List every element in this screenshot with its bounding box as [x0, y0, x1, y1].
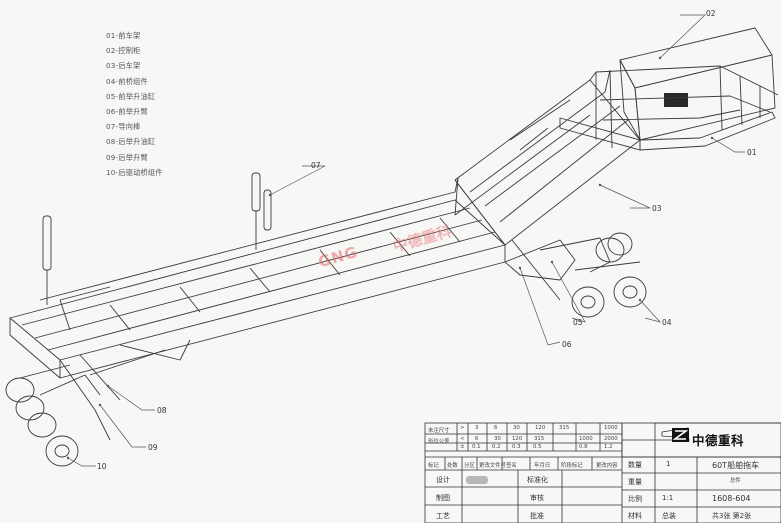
leader-lines [67, 14, 745, 467]
process-label: 工艺 [436, 512, 450, 520]
callout-06: 06 [562, 340, 572, 349]
rev-col: 年月日 [534, 463, 551, 469]
legend-item: 02-控制柜 [106, 46, 141, 56]
tol-r2: 2000 [604, 436, 618, 442]
callout-08: 08 [157, 406, 167, 415]
callout-05: 05 [573, 318, 583, 327]
drafting-label: 制图 [436, 494, 450, 502]
assembly-label: 总装 [662, 512, 676, 520]
legend-item: 08-后举升油缸 [106, 137, 156, 147]
callout-01: 01 [747, 148, 757, 157]
rev-col: 标记 [428, 463, 439, 469]
tol-r2: 120 [512, 436, 523, 442]
legend-item: 01-前车架 [106, 31, 141, 40]
tol-h: 315 [559, 425, 570, 431]
review-label: 审核 [530, 494, 544, 502]
tol-h: 120 [535, 425, 546, 431]
tol-r3: 0.2 [492, 444, 501, 450]
legend-item: 03-后车架 [106, 61, 141, 71]
material-label: 材料 [628, 512, 642, 520]
product-name: 60T船舶拖车 [712, 461, 760, 470]
front-frame [559, 111, 776, 151]
tol-r2: 30 [494, 436, 501, 442]
title-block-grid [424, 422, 781, 523]
legend-item: 09-后举升臂 [106, 152, 148, 162]
tol-h: 30 [513, 425, 520, 431]
rev-col: 阶段标记 [561, 463, 583, 469]
legend-item: 07-导向棒 [106, 122, 141, 132]
legend-item: 06-前举升臂 [106, 107, 148, 117]
callout-10: 10 [97, 462, 107, 471]
legend-item: 10-后驱动桥组件 [106, 167, 163, 177]
tol-r3: ± [460, 444, 465, 450]
tolerance-label-2: 形位公差 [428, 439, 450, 445]
inclined-ramp [454, 69, 641, 262]
qty-value: 1 [666, 460, 671, 468]
tol-r3: 0.5 [533, 444, 542, 450]
weight-label: 重量 [628, 478, 642, 486]
front-lift-assembly [504, 237, 611, 301]
tol-r2: 6 [475, 436, 479, 442]
rev-col: 签名 [506, 463, 517, 469]
tol-h: 3 [475, 425, 479, 431]
main-bed [9, 177, 506, 379]
qty-label: 数量 [628, 461, 642, 469]
tol-r2: < [460, 436, 465, 442]
drawing-type: 总件 [730, 478, 741, 484]
company-logo-icon [672, 428, 689, 442]
parts-legend: 01-前车架 02-控制柜 03-后车架 04-前桥组件 05-前举升油缸 06… [106, 28, 163, 180]
tol-r2: 1000 [579, 436, 593, 442]
control-cabinet [619, 27, 776, 141]
callout-03: 03 [652, 204, 662, 213]
redacted-signature [466, 476, 488, 484]
approve-label: 批准 [530, 512, 544, 520]
standardize-label: 标准化 [527, 476, 548, 484]
tol-r2: 315 [534, 436, 545, 442]
design-label: 设计 [436, 476, 450, 484]
legend-item: 04-前桥组件 [106, 76, 148, 86]
drawing-number: 1608-604 [712, 494, 751, 503]
company-name: 中德重科 [692, 433, 745, 448]
legend-item: 05-前举升油缸 [106, 91, 156, 101]
tol-r3: 1.2 [604, 444, 613, 450]
rear-lift-assembly [39, 339, 191, 441]
callout-04: 04 [662, 318, 672, 327]
rev-col: 更改文件号 [479, 463, 506, 469]
tol-r3: 0.8 [579, 444, 588, 450]
callout-07: 07 [311, 161, 321, 170]
callout-02: 02 [706, 9, 716, 18]
tol-r3: 0.1 [472, 444, 481, 450]
scale-value: 1:1 [662, 494, 674, 502]
leader-dots [66, 56, 714, 460]
guide-posts [42, 172, 272, 305]
callout-09: 09 [148, 443, 158, 452]
tol-h: 1000 [604, 425, 618, 431]
front-guardrail [595, 65, 779, 149]
rear-drive-axle [5, 364, 79, 467]
rev-col: 更改内容 [596, 463, 618, 469]
scale-label: 比例 [628, 495, 642, 503]
tol-h: > [460, 425, 465, 431]
tolerance-label-1: 未注尺寸 [428, 428, 450, 434]
rev-col: 分区 [464, 463, 475, 469]
tol-r3: 0.3 [512, 444, 521, 450]
rev-col: 处数 [447, 463, 458, 469]
sheet-count: 共3张 第2张 [712, 512, 752, 520]
tol-h: 6 [494, 425, 498, 431]
front-axle [571, 232, 647, 318]
